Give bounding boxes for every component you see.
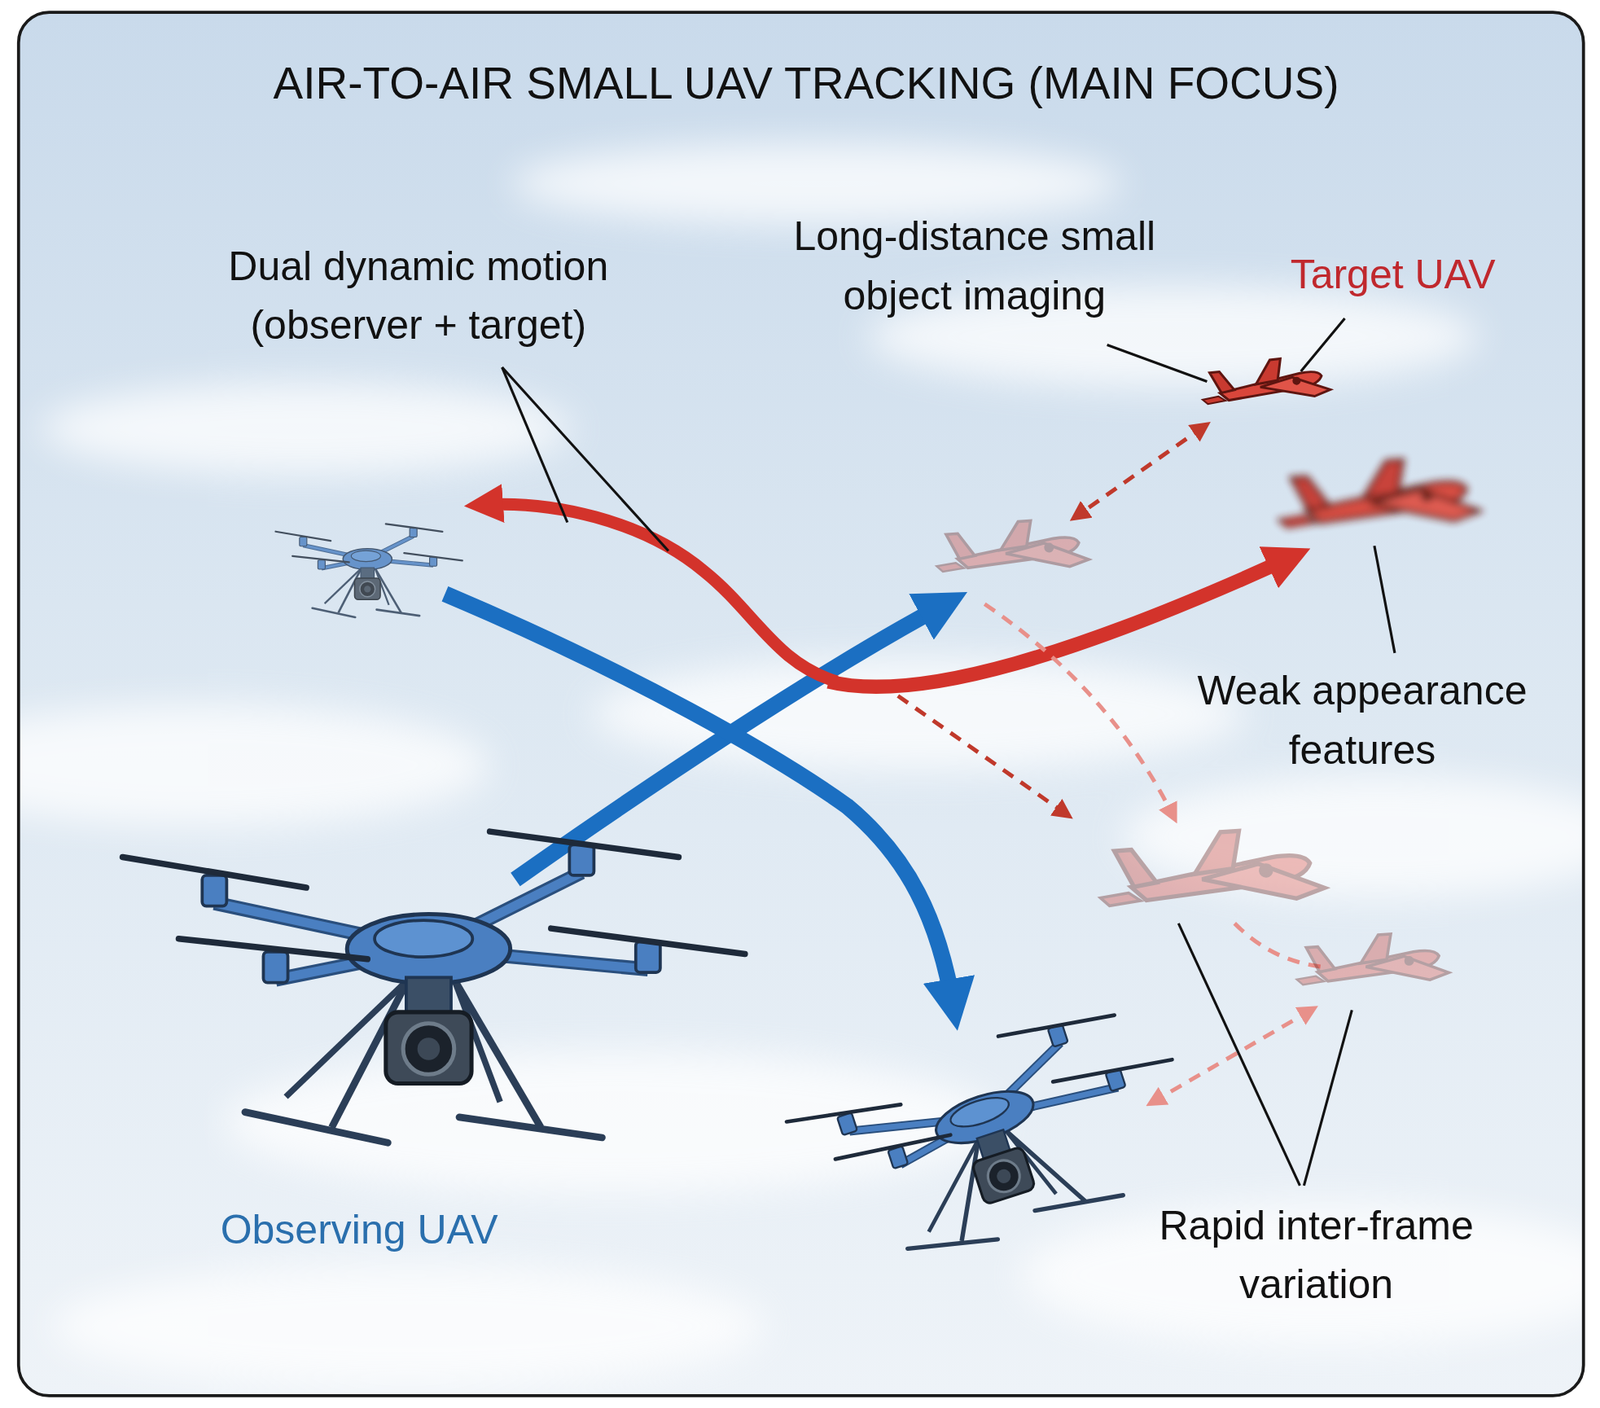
illustration-use (933, 517, 1090, 576)
illustration-use (1293, 929, 1450, 989)
illustration-line (1152, 1009, 1311, 1102)
illustration-g (1275, 455, 1481, 533)
leader-lines (502, 318, 1395, 1186)
observing-uav-drones (122, 523, 1209, 1290)
illustration-use (1275, 455, 1481, 533)
diagram-title: AIR-TO-AIR SMALL UAV TRACKING (MAIN FOCU… (273, 51, 1340, 117)
illustration-use (122, 831, 746, 1143)
callout-label: Dual dynamic motion (observer + target) (223, 236, 614, 356)
illustration-ellipse (224, 1050, 1000, 1193)
callout-label: Weak appearance features (1191, 661, 1534, 780)
illustration-line (898, 695, 1067, 814)
illustration-path (479, 504, 838, 682)
illustration-ellipse (51, 1265, 766, 1388)
target-label: Target UAV (1290, 245, 1496, 305)
illustration-line (1303, 1009, 1352, 1185)
callout-label: Rapid inter-frame variation (1153, 1196, 1480, 1315)
illustration-line (502, 367, 568, 522)
dashed-motion-cues (898, 426, 1327, 1102)
illustration-path (984, 604, 1174, 817)
illustration-ellipse (18, 704, 491, 827)
illustration-use (1096, 824, 1326, 912)
illustration-ellipse (40, 382, 572, 475)
illustration-use (1199, 354, 1332, 408)
illustration-line (1178, 923, 1300, 1186)
illustration-line (1301, 318, 1346, 372)
sky-background (18, 12, 1584, 1396)
illustration-ellipse (510, 142, 1123, 224)
illustration-path (828, 556, 1294, 688)
illustration-g (18, 142, 1584, 1388)
illustration-line (1107, 344, 1208, 382)
illustration-use (276, 523, 463, 618)
illustration-line (1374, 545, 1395, 654)
illustration-line (502, 367, 669, 552)
illustration-line (1076, 426, 1205, 517)
observer-label: Observing UAV (220, 1200, 499, 1260)
illustration-use (781, 987, 1209, 1291)
callout-label: Long-distance small object imaging (783, 206, 1167, 325)
illustration-rect (18, 12, 1584, 1396)
panel-border (18, 12, 1584, 1396)
